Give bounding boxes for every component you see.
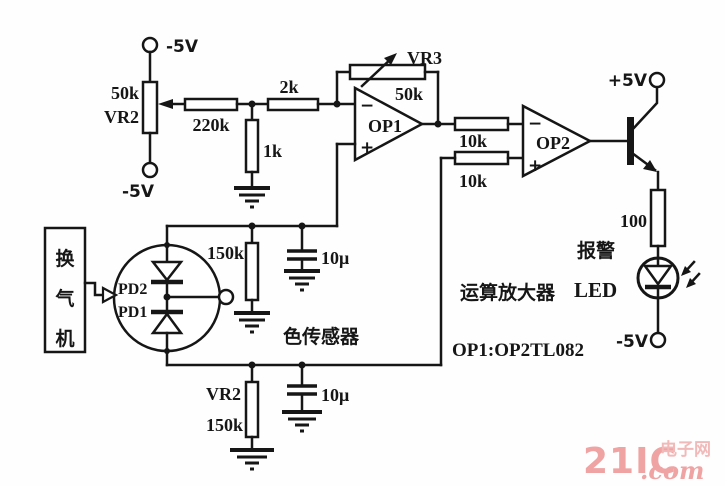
- ground-symbol: [234, 311, 270, 334]
- vr-bottom-value: 150k: [206, 415, 243, 435]
- watermark-brand: 21IC: [583, 441, 677, 482]
- terminal-circle: [217, 288, 235, 306]
- junction-dot: [434, 120, 442, 128]
- supply-label: +5V: [608, 71, 648, 91]
- r10k-top-label: 10k: [459, 131, 487, 151]
- cap-top-label: 10μ: [321, 248, 349, 268]
- input-potentiometer: [141, 36, 187, 179]
- r2k-label: 2k: [279, 77, 298, 97]
- pd2-label: PD2: [118, 281, 147, 298]
- op2-label: OP2: [536, 133, 570, 153]
- op1-minus: −: [360, 96, 374, 116]
- ground-symbol: [282, 410, 322, 433]
- op2-plus: +: [528, 156, 542, 176]
- source-box-outline: [43, 226, 87, 354]
- note-amplifier: 运算放大器: [460, 281, 556, 304]
- junction-dot: [164, 242, 170, 248]
- watermark-com: .com: [640, 456, 704, 485]
- resistor-body-2k: [266, 97, 320, 112]
- pot-name: VR2: [104, 107, 139, 127]
- box-char: 气: [54, 287, 74, 310]
- sensor-caption: 色传感器: [283, 325, 360, 348]
- resistor-body-vr2-150k: [244, 380, 260, 439]
- note-ic: OP1:OP2TL082: [452, 340, 584, 361]
- ground-symbol: [234, 186, 270, 209]
- color-sensor: [112, 224, 235, 367]
- supply-label: -5V: [166, 37, 199, 57]
- box-char: 换: [55, 247, 75, 270]
- alarm-led-branch: [636, 188, 701, 349]
- vr3-arrow: [384, 53, 397, 65]
- led-light-arrow: [681, 266, 691, 276]
- r10k-bottom-label: 10k: [459, 171, 487, 191]
- junction-dot: [164, 348, 170, 354]
- resistor-body: [141, 80, 159, 135]
- source-box: [43, 226, 119, 354]
- opamp-op2: [521, 103, 628, 179]
- light-input-arrow: [101, 286, 119, 304]
- led-triangle: [642, 264, 674, 287]
- input-resistor-network: [183, 97, 357, 209]
- resistor-body-1k: [244, 118, 260, 174]
- led-label: LED: [574, 278, 617, 302]
- emitter-arrow: [643, 160, 657, 172]
- sensor-top-rail: [165, 222, 339, 334]
- opamp-triangle: [353, 85, 425, 163]
- alarm-label: 报警: [577, 239, 615, 262]
- vr-bottom-name: VR2: [206, 384, 241, 404]
- terminal-circle: [141, 161, 159, 179]
- wiper-arrow: [158, 99, 173, 109]
- pot-value: 50k: [111, 83, 139, 103]
- r100-label: 100: [620, 211, 647, 231]
- resistor-body-100: [649, 188, 667, 248]
- op2-minus: −: [528, 114, 542, 134]
- interstage-resistors: [439, 116, 525, 367]
- sensor-bottom-rail: [165, 361, 443, 471]
- vr3-value: 50k: [395, 84, 423, 104]
- terminal-circle: [648, 71, 666, 89]
- resistor-body-10k-bottom: [453, 150, 510, 166]
- opamp-op1: [335, 85, 457, 228]
- supply-label: -5V: [616, 332, 649, 352]
- ground-symbol: [284, 269, 320, 292]
- terminal-circle: [141, 36, 159, 54]
- r220k-label: 220k: [192, 115, 229, 135]
- op1-plus: +: [360, 138, 374, 158]
- pd1-label: PD1: [118, 304, 147, 321]
- r1k-label: 1k: [263, 141, 282, 161]
- feedback-potentiometer-vr3: [333, 53, 440, 126]
- supply-label: -5V: [122, 182, 155, 202]
- opamp-triangle: [521, 103, 593, 179]
- vr3-name: VR3: [407, 48, 442, 68]
- cap-bottom-label: 10μ: [321, 385, 349, 405]
- r150k-label: 150k: [207, 243, 244, 263]
- terminal-circle: [649, 331, 667, 349]
- watermark-cn: 电子网: [660, 439, 711, 460]
- watermark: 21IC 电子网 .com: [583, 439, 711, 485]
- driver-transistor: [627, 71, 666, 192]
- photodiode-pd2: [150, 260, 184, 283]
- resistor-body-150k: [244, 241, 260, 302]
- ground-symbol: [230, 448, 274, 471]
- resistor-body-10k-top: [453, 116, 510, 132]
- transistor-base-bar: [627, 117, 634, 165]
- op1-label: OP1: [368, 116, 402, 136]
- led-light-arrow: [686, 278, 696, 288]
- box-char: 机: [55, 328, 74, 350]
- resistor-body-220k: [183, 97, 239, 112]
